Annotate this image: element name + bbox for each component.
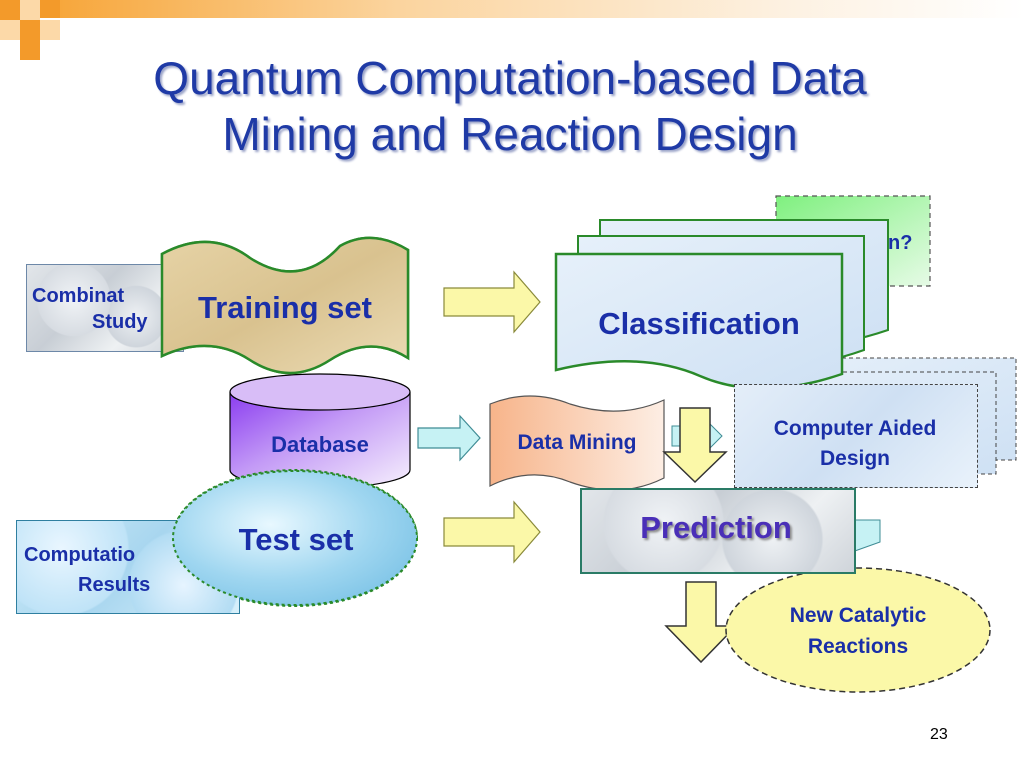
slide-title: Quantum Computation-based Data Mining an… bbox=[20, 50, 1000, 162]
data-mining-label: Data Mining bbox=[517, 431, 637, 454]
test-set-label: Test set bbox=[238, 522, 354, 557]
test-set-overlay bbox=[172, 470, 418, 606]
combinatorial-study-line2: Study bbox=[92, 311, 148, 333]
classification-label: Classification bbox=[598, 306, 800, 341]
new-catalytic-label: New Catalytic Reactions bbox=[728, 600, 988, 662]
cad-label: Computer Aided Design bbox=[734, 414, 976, 474]
arrow-right-middle bbox=[417, 414, 481, 462]
combinatorial-study-box bbox=[26, 264, 184, 352]
arrow-right-upper bbox=[443, 270, 541, 334]
arrow-down-lower bbox=[664, 581, 738, 664]
cad-box-front bbox=[734, 384, 978, 488]
header-squares-decoration bbox=[0, 0, 80, 60]
new-catalytic-ellipse bbox=[725, 567, 991, 693]
computational-results-line2: Results bbox=[78, 574, 151, 596]
training-set-label: Training set bbox=[198, 290, 372, 325]
computational-results-label: Computatio Results bbox=[24, 540, 234, 600]
cad-label-line1: Computer Aided bbox=[773, 417, 937, 440]
slide-title-line1: Quantum Computation-based Data bbox=[153, 52, 867, 104]
training-set-overlay bbox=[160, 236, 410, 375]
prediction-tab bbox=[851, 519, 881, 553]
arrow-right-lower bbox=[443, 500, 541, 564]
prediction-label: Prediction bbox=[640, 510, 792, 545]
database-label: Database bbox=[271, 432, 369, 457]
classification-doc-front bbox=[554, 252, 844, 390]
back-green-box-label: n? bbox=[888, 232, 913, 254]
cad-label-line2: Design bbox=[819, 447, 890, 470]
header-gradient-bar bbox=[60, 0, 1024, 18]
combinatorial-study-label: Combinat Study bbox=[32, 283, 182, 335]
arrow-down-upper bbox=[662, 407, 728, 484]
slide-title-line2: Mining and Reaction Design bbox=[222, 108, 798, 160]
computational-results-line1: Computatio bbox=[24, 544, 136, 566]
data-mining-shape bbox=[489, 395, 665, 491]
combinatorial-study-line1: Combinat bbox=[32, 285, 125, 307]
prediction-box bbox=[580, 488, 856, 574]
new-catalytic-line2: Reactions bbox=[807, 635, 909, 658]
page-number: 23 bbox=[930, 726, 948, 743]
database-cylinder bbox=[229, 373, 411, 489]
new-catalytic-line1: New Catalytic bbox=[789, 604, 927, 627]
